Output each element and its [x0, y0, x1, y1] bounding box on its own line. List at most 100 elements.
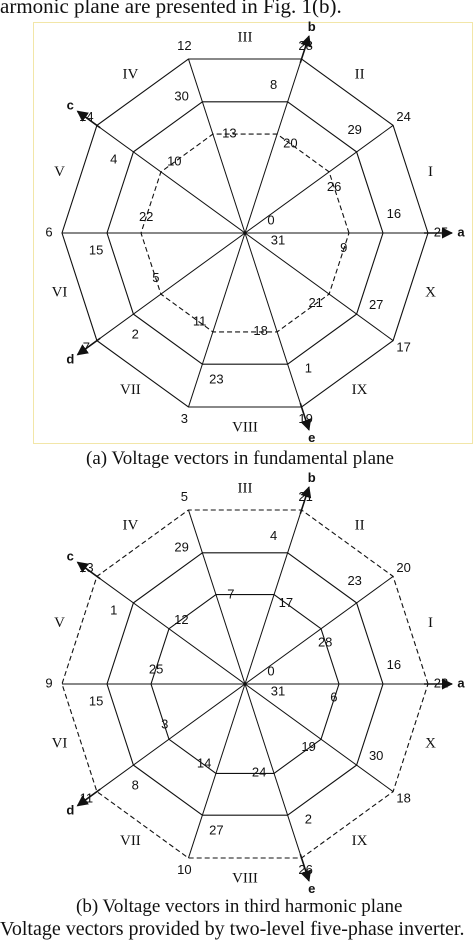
phase-axis-c — [76, 110, 101, 129]
figure-caption: Voltage vectors provided by two-level fi… — [0, 918, 465, 940]
outer-vector-label: 26 — [298, 862, 312, 877]
large-vector-label: 16 — [387, 206, 401, 221]
large-vector-label: 1 — [110, 603, 117, 618]
caption-a: (a) Voltage vectors in fundamental plane — [86, 448, 394, 469]
large-vector-label: 2 — [132, 327, 139, 342]
large-vector-label: 23 — [347, 573, 361, 588]
small-vector-label: 20 — [283, 135, 297, 150]
small-vector-label: 22 — [139, 209, 153, 224]
sector-label: III — [238, 29, 253, 45]
axis-label-b: b — [308, 19, 316, 34]
small-vector-label: 26 — [327, 179, 341, 194]
large-vector-label: 27 — [209, 823, 223, 838]
small-vector-label: 25 — [149, 661, 163, 676]
large-vector-label: 8 — [132, 778, 139, 793]
outer-vector-label: 24 — [396, 109, 410, 124]
large-vector-label: 15 — [89, 694, 103, 709]
sector-label: VII — [120, 833, 141, 849]
axis-label-c: c — [67, 548, 74, 563]
axis-label-e: e — [308, 881, 315, 896]
sector-label: I — [428, 164, 433, 180]
large-vector-label: 8 — [270, 77, 277, 92]
large-vector-label: 2 — [305, 811, 312, 826]
large-vector-label: 30 — [174, 89, 188, 104]
small-vector-label: 17 — [279, 595, 293, 610]
outer-vector-label: 9 — [45, 675, 52, 690]
large-vector-label: 30 — [369, 748, 383, 763]
diagram-third-harmonic-plane: abcdeIIIIIIIVVVIVIIVIIIIXX22202151391110… — [45, 470, 465, 896]
small-vector-label: 21 — [308, 295, 322, 310]
sector-label: VI — [52, 285, 68, 301]
sector-label: II — [355, 518, 365, 534]
phase-axis-b — [299, 486, 312, 515]
large-vector-label: 1 — [305, 360, 312, 375]
intro-text: armonic plane are presented in Fig. 1(b)… — [0, 0, 342, 18]
small-vector-label: 12 — [174, 612, 188, 627]
phase-axis-b — [299, 35, 312, 64]
outer-vector-label: 25 — [434, 224, 448, 239]
small-vector-label: 3 — [161, 716, 168, 731]
sector-label: X — [425, 285, 436, 301]
small-vector-label: 24 — [252, 764, 266, 779]
axis-label-a: a — [457, 675, 465, 690]
large-vector-label: 29 — [347, 122, 361, 137]
center-label-zero: 0 — [267, 663, 274, 678]
axis-label-a: a — [457, 224, 465, 239]
axis-label-c: c — [67, 97, 74, 112]
axis-label-e: e — [308, 430, 315, 445]
large-vector-label: 23 — [209, 372, 223, 387]
outer-vector-label: 14 — [79, 109, 93, 124]
axis-label-d: d — [66, 802, 74, 817]
small-vector-label: 5 — [152, 270, 159, 285]
sector-label: VIII — [232, 870, 258, 886]
sector-label: VI — [52, 736, 68, 752]
vector-line — [96, 125, 394, 341]
axis-label-d: d — [66, 351, 74, 366]
small-vector-label: 7 — [227, 587, 234, 602]
large-vector-label: 4 — [110, 152, 117, 167]
outer-vector-label: 3 — [181, 411, 188, 426]
small-vector-label: 6 — [330, 690, 337, 705]
sector-label: V — [54, 164, 65, 180]
sector-label: X — [425, 736, 436, 752]
outer-vector-label: 6 — [45, 224, 52, 239]
large-vector-label: 29 — [174, 540, 188, 555]
sector-label: VII — [120, 382, 141, 398]
phase-axis-d — [76, 337, 101, 356]
small-vector-label: 13 — [222, 126, 236, 141]
outer-vector-label: 20 — [396, 560, 410, 575]
large-vector-label: 16 — [387, 657, 401, 672]
outer-decagon — [61, 509, 429, 859]
outer-vector-label: 10 — [177, 862, 191, 877]
phase-axis-d — [76, 788, 101, 807]
sector-label: IV — [122, 518, 138, 534]
caption-b: (b) Voltage vectors in third harmonic pl… — [76, 896, 403, 917]
outer-vector-label: 28 — [298, 38, 312, 53]
sector-label: IV — [122, 67, 138, 83]
vector-line — [96, 576, 394, 792]
outer-vector-label: 18 — [396, 791, 410, 806]
outer-vector-label: 12 — [177, 38, 191, 53]
small-vector-label: 14 — [197, 756, 211, 771]
sector-label: IX — [352, 833, 368, 849]
large-vector-label: 27 — [369, 297, 383, 312]
center-label-31: 31 — [271, 683, 285, 698]
large-vector-label: 4 — [270, 528, 277, 543]
outer-vector-label: 17 — [396, 340, 410, 355]
small-vector-label: 19 — [301, 739, 315, 754]
sector-label: I — [428, 615, 433, 631]
sector-label: II — [355, 67, 365, 83]
center-label-31: 31 — [271, 232, 285, 247]
outer-vector-label: 11 — [80, 791, 94, 806]
small-vector-label: 18 — [253, 323, 267, 338]
phase-axis-c — [76, 561, 101, 580]
small-vector-label: 9 — [340, 240, 347, 255]
sector-label: VIII — [232, 419, 258, 435]
large-vector-label: 15 — [89, 243, 103, 258]
outer-vector-label: 19 — [298, 411, 312, 426]
outer-vector-label: 21 — [298, 489, 312, 504]
outer-vector-label: 7 — [83, 340, 90, 355]
small-vector-label: 11 — [193, 314, 207, 329]
